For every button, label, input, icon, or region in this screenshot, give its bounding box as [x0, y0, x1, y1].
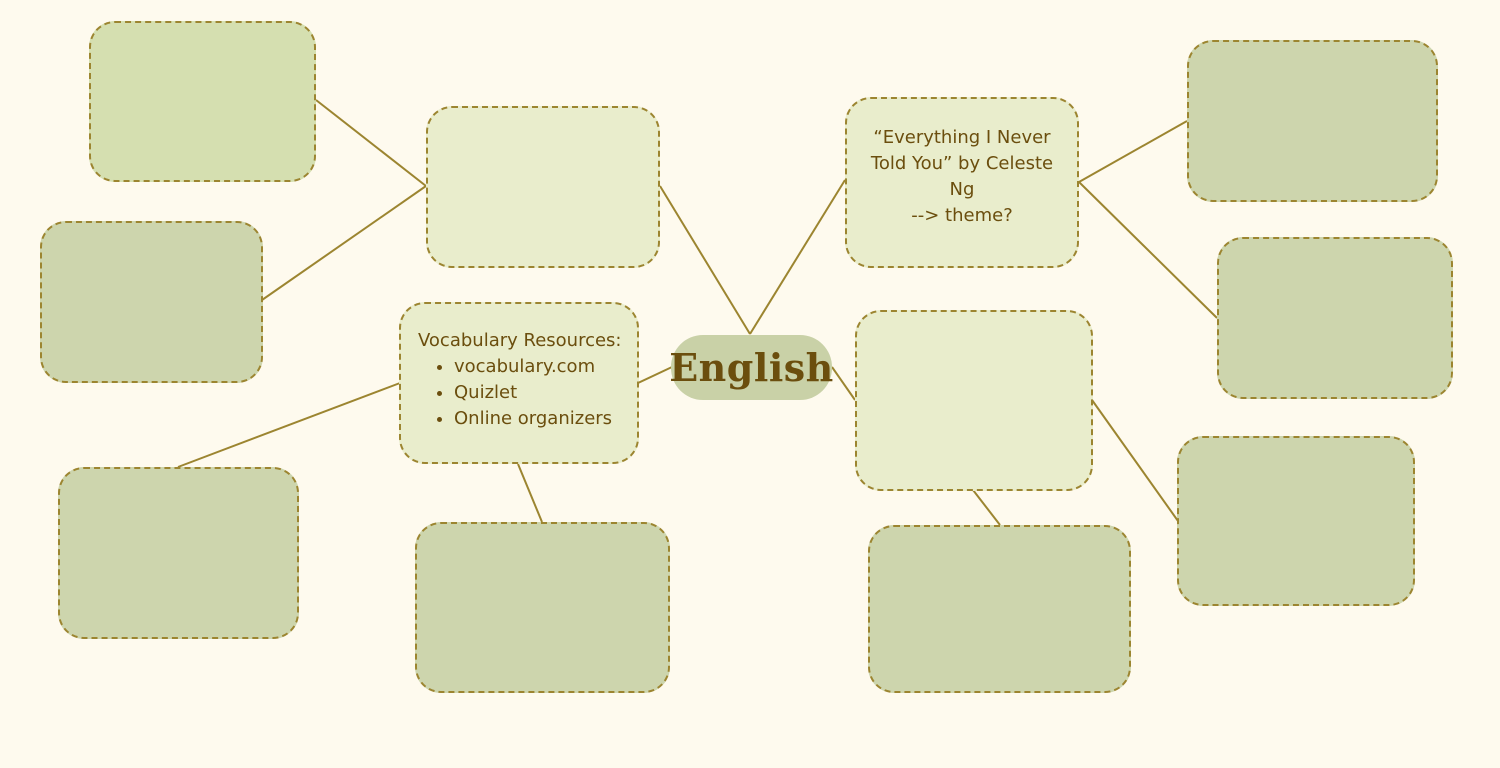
connector-vocab-leaf1	[177, 382, 401, 468]
book-node[interactable]: “Everything I Never Told You” by Celeste…	[845, 97, 1079, 268]
connector-book-leaf2	[1078, 181, 1218, 319]
connector-right-leaf1	[1091, 399, 1179, 522]
connector-center-vocab	[637, 366, 673, 384]
vocab-heading: Vocabulary Resources:	[418, 330, 622, 351]
book-line: Ng	[949, 179, 975, 200]
connector-center-topleft	[659, 185, 751, 335]
leaf-book-1[interactable]	[1187, 40, 1438, 202]
leaf-bottom-right-2[interactable]	[868, 525, 1131, 693]
vocab-item: vocabulary.com	[454, 354, 637, 380]
book-line: “Everything I Never	[873, 127, 1051, 148]
connector-center-book	[749, 179, 846, 335]
leaf-book-2[interactable]	[1217, 237, 1453, 399]
connector-right-leaf2	[972, 489, 1001, 526]
leaf-vocab-1[interactable]	[58, 467, 299, 639]
connector-topleft-leaf2	[261, 185, 427, 301]
leaf-bottom-right-1[interactable]	[1177, 436, 1415, 606]
central-topic-label: English	[669, 345, 834, 390]
node-bottom-right[interactable]	[855, 310, 1093, 491]
vocab-list: vocabulary.com Quizlet Online organizers	[418, 354, 637, 432]
vocab-item: Online organizers	[454, 406, 637, 432]
vocab-node[interactable]: Vocabulary Resources: vocabulary.com Qui…	[399, 302, 639, 464]
connector-vocab-leaf2	[517, 463, 543, 523]
leaf-top-left-1[interactable]	[89, 21, 316, 182]
node-top-left[interactable]	[426, 106, 660, 268]
leaf-vocab-2[interactable]	[415, 522, 670, 693]
connector-book-leaf1	[1078, 120, 1188, 183]
vocab-item: Quizlet	[454, 380, 637, 406]
book-line: Told You” by Celeste	[870, 153, 1054, 174]
leaf-top-left-2[interactable]	[40, 221, 263, 383]
central-topic[interactable]: English	[669, 335, 834, 400]
connector-center-right	[831, 366, 856, 401]
connector-topleft-leaf1	[315, 99, 427, 187]
book-line: --> theme?	[911, 205, 1013, 226]
